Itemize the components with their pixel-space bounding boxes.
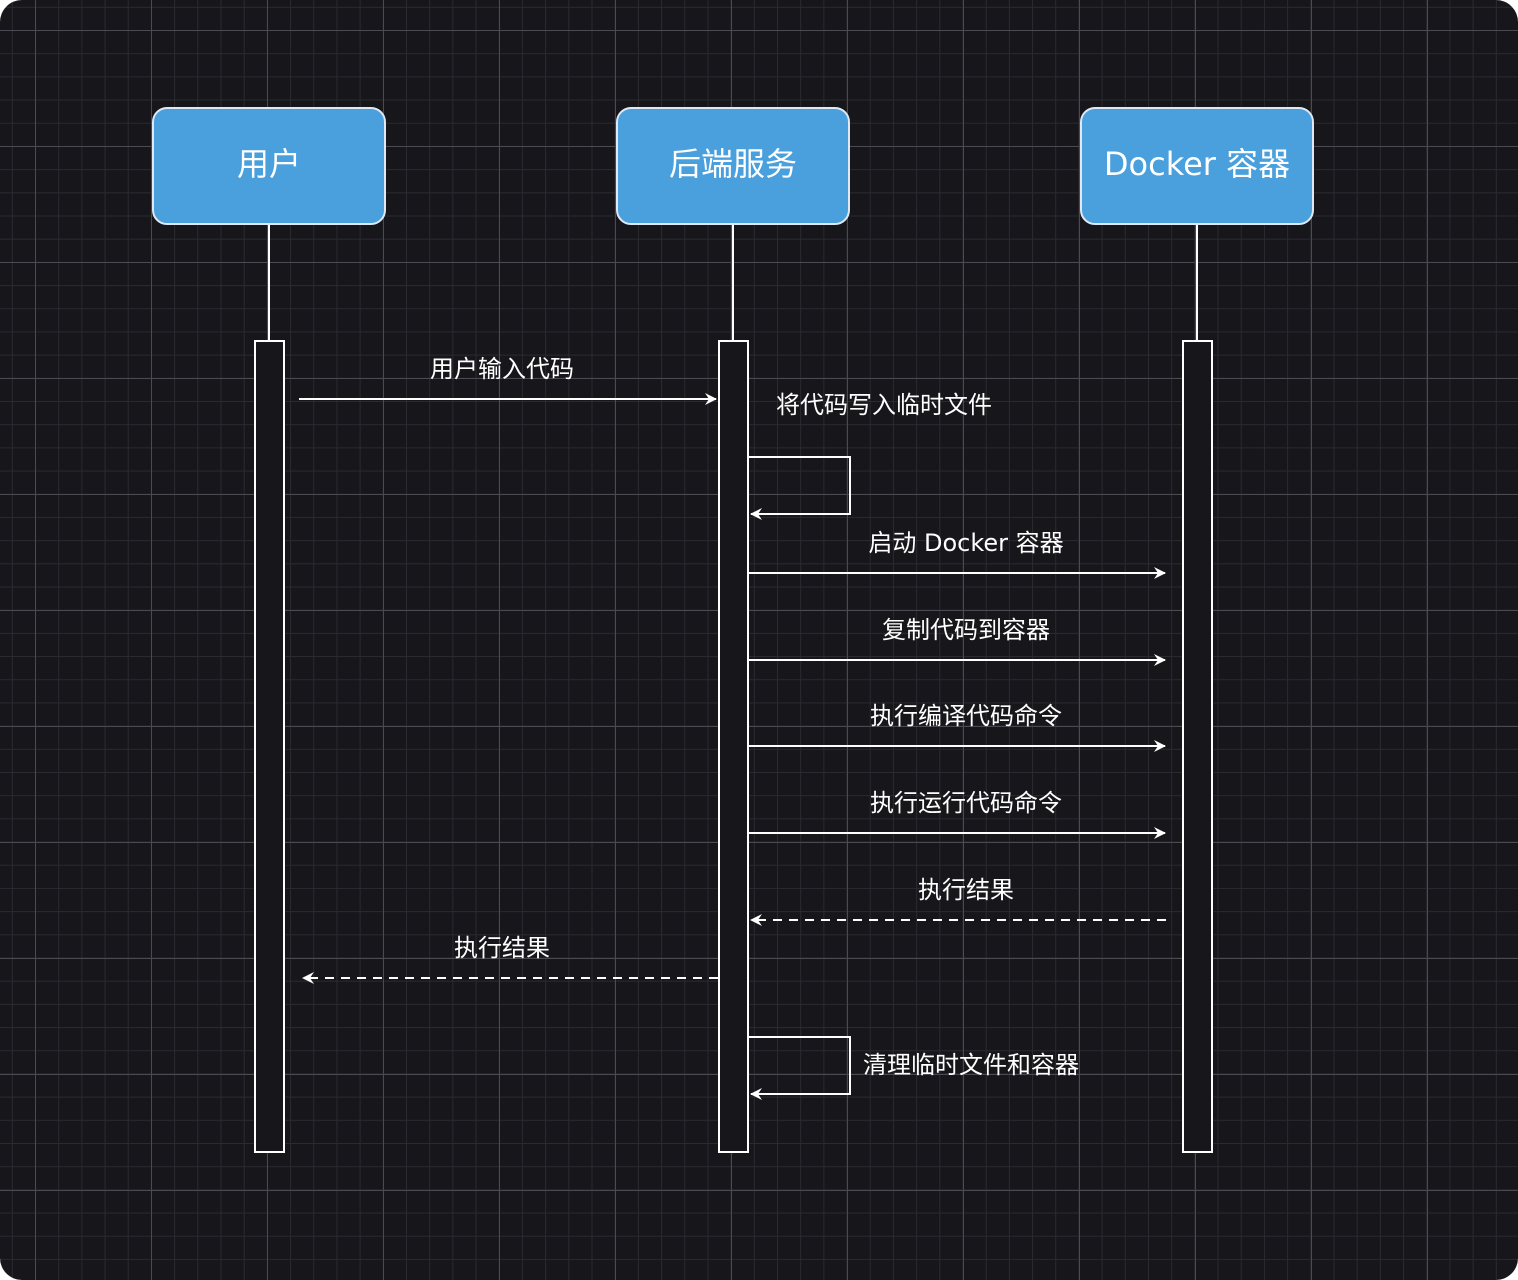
participant-box xyxy=(1080,107,1314,225)
self-message-arrow-write-file xyxy=(749,456,851,520)
participant-label: Docker 容器 xyxy=(1104,145,1290,183)
participant-user: 用户 xyxy=(152,107,386,225)
message-label: 启动 Docker 容器 xyxy=(868,529,1063,557)
activation-bar-user xyxy=(254,340,285,1153)
participant-box xyxy=(152,107,386,225)
participant-box xyxy=(616,107,850,225)
message-label: 执行编译代码命令 xyxy=(870,702,1062,730)
activation-bar-backend xyxy=(718,340,749,1153)
message-label: 将代码写入临时文件 xyxy=(776,391,992,419)
participant-docker: Docker 容器 xyxy=(1080,107,1314,225)
self-message-arrow-cleanup xyxy=(749,1036,851,1100)
activation-bar-docker xyxy=(1182,340,1213,1153)
message-label: 用户输入代码 xyxy=(430,355,574,383)
message-label: 执行结果 xyxy=(454,934,550,962)
participant-label: 后端服务 xyxy=(669,145,797,183)
message-label: 执行结果 xyxy=(918,876,1014,904)
participant-label: 用户 xyxy=(237,145,301,183)
participant-backend: 后端服务 xyxy=(616,107,850,225)
message-label: 执行运行代码命令 xyxy=(870,789,1062,817)
message-label: 清理临时文件和容器 xyxy=(863,1051,1079,1079)
message-label: 复制代码到容器 xyxy=(882,616,1050,644)
